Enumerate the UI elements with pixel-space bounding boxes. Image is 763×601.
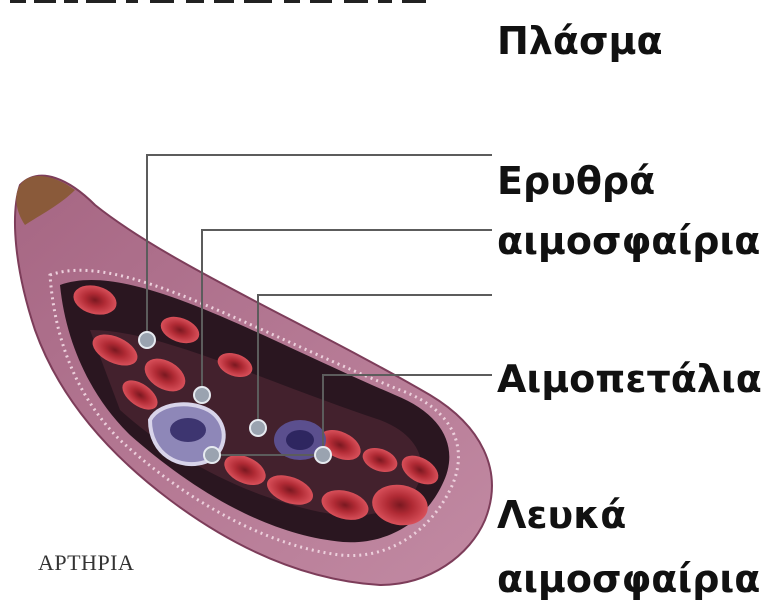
label-wbc-line1: Λευκά [497,496,626,534]
label-vessel: ΑΡΤΗΡΙΑ [38,550,134,576]
label-rbc-line1: Ερυθρά [497,162,655,200]
label-rbc-line2: αιμοσφαίρια [497,222,760,260]
label-wbc-line2: αιμοσφαίρια [497,560,760,598]
label-plasma: Πλάσμα [497,22,663,60]
label-platelets: Αιμοπετάλια [497,360,762,398]
